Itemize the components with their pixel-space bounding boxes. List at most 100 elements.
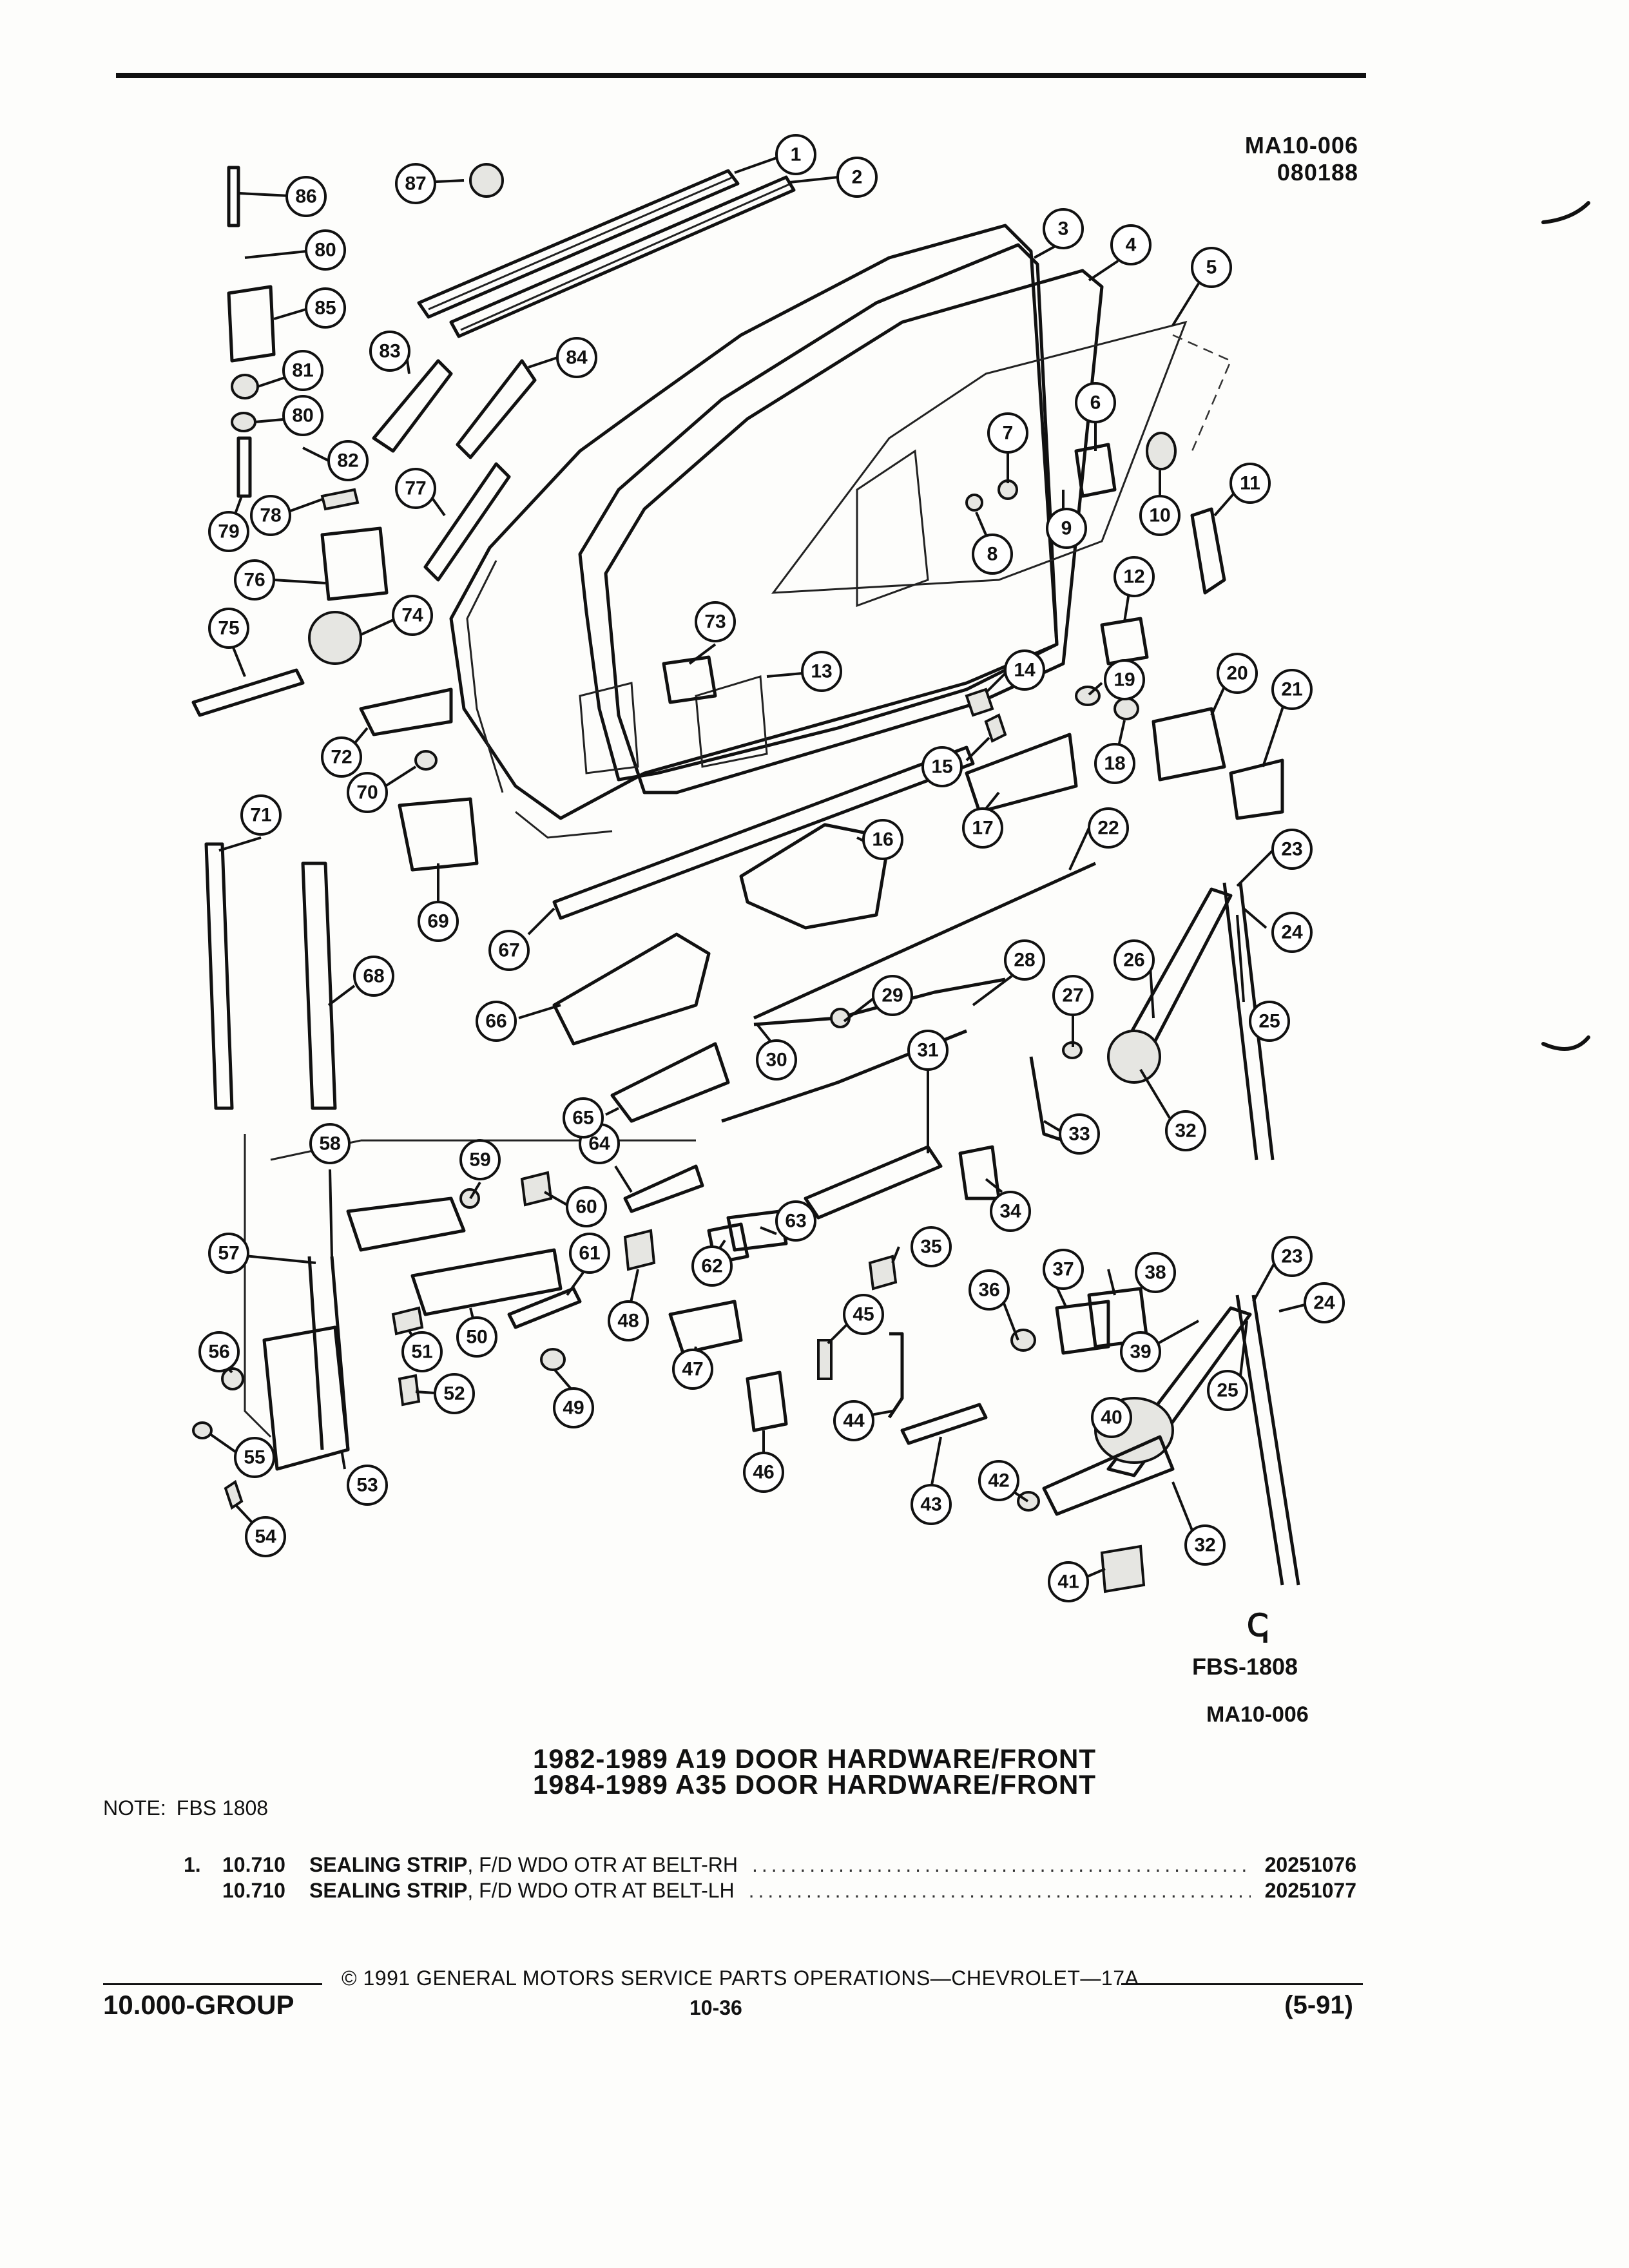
callout-58-label: 58	[319, 1133, 340, 1155]
callout-35-label: 35	[920, 1236, 941, 1258]
callout-54: 54	[245, 1516, 286, 1557]
callout-7: 7	[987, 412, 1028, 454]
callout-75-label: 75	[218, 618, 239, 639]
callout-13-label: 13	[811, 661, 832, 682]
callout-50: 50	[456, 1316, 497, 1358]
callout-84: 84	[556, 337, 597, 378]
callout-12-label: 12	[1123, 566, 1144, 588]
top-rule	[116, 73, 1366, 78]
panel-16	[739, 823, 891, 930]
callout-32: 32	[1165, 1110, 1206, 1151]
callout-32-label: 32	[1175, 1120, 1196, 1142]
callout-81: 81	[282, 350, 323, 391]
bracket-6	[1074, 443, 1117, 498]
callout-84-label: 84	[566, 347, 588, 369]
callout-2: 2	[836, 157, 878, 198]
sealing-strip-inner	[449, 175, 796, 338]
callout-3: 3	[1043, 208, 1084, 249]
grommet-42	[1017, 1491, 1041, 1512]
callout-65: 65	[563, 1097, 604, 1139]
rod-61	[507, 1287, 582, 1329]
bracket-47	[668, 1300, 743, 1355]
part-name: SEALING STRIP	[309, 1853, 468, 1876]
callout-62-label: 62	[701, 1256, 722, 1277]
callout-65-label: 65	[572, 1108, 593, 1129]
pad-11	[1190, 507, 1226, 595]
part-row: 10.710 SEALING STRIP, F/D WDO OTR AT BEL…	[184, 1879, 1356, 1905]
callout-52: 52	[434, 1373, 475, 1414]
callout-24-lower-label: 24	[1313, 1293, 1335, 1314]
bracket-34	[958, 1145, 1001, 1200]
callout-28: 28	[1004, 939, 1045, 981]
callout-39: 39	[1120, 1331, 1161, 1372]
callout-51-label: 51	[411, 1341, 432, 1363]
callout-32-lower: 32	[1184, 1524, 1226, 1566]
callout-15: 15	[921, 746, 963, 787]
callout-20-label: 20	[1226, 663, 1248, 684]
callout-39-label: 39	[1130, 1341, 1151, 1363]
callout-5: 5	[1191, 247, 1232, 288]
callout-40: 40	[1091, 1397, 1132, 1438]
callout-61-label: 61	[579, 1243, 600, 1264]
callout-70-label: 70	[356, 782, 378, 803]
callout-38-label: 38	[1144, 1262, 1166, 1283]
part-description: SEALING STRIP, F/D WDO OTR AT BELT-RH	[309, 1853, 738, 1877]
part-group-code: 10.710	[222, 1853, 285, 1876]
callout-81-label: 81	[292, 360, 313, 381]
washer-70	[414, 750, 438, 771]
callout-47: 47	[672, 1349, 713, 1390]
part-number: 20251077	[1264, 1879, 1356, 1902]
rod-67	[552, 745, 975, 920]
callout-46: 46	[743, 1452, 784, 1493]
callout-63: 63	[775, 1200, 816, 1242]
panel-opening-1	[856, 449, 929, 608]
callout-86: 86	[285, 176, 327, 217]
callout-29: 29	[872, 975, 913, 1016]
callout-41: 41	[1048, 1561, 1089, 1602]
callout-33-label: 33	[1068, 1124, 1090, 1145]
motor-21	[1229, 758, 1284, 820]
grommet-18	[1113, 697, 1140, 720]
channel-68	[301, 861, 337, 1110]
page-edge-mark-2	[1541, 1035, 1590, 1051]
callout-19-label: 19	[1113, 669, 1135, 691]
callout-45-label: 45	[853, 1304, 874, 1325]
callout-71: 71	[240, 794, 282, 836]
fbs-code: FBS-1808	[1192, 1653, 1298, 1680]
callout-44-label: 44	[843, 1410, 865, 1432]
callout-25-lower: 25	[1207, 1370, 1248, 1411]
clip-59	[459, 1188, 481, 1209]
callout-42: 42	[978, 1460, 1019, 1501]
callout-20: 20	[1217, 653, 1258, 694]
callout-31-label: 31	[917, 1040, 938, 1061]
callout-11: 11	[1229, 463, 1271, 504]
callout-26-label: 26	[1123, 950, 1144, 971]
parts-list: 1. 10.710 SEALING STRIP, F/D WDO OTR AT …	[184, 1853, 1356, 1905]
handle-64	[623, 1164, 704, 1213]
callout-23: 23	[1271, 829, 1313, 870]
reference-date: 080188	[1277, 159, 1358, 186]
regulator-lower-arm	[1042, 1435, 1175, 1516]
page-edge-mark-1	[1541, 201, 1590, 224]
nut-80b	[231, 412, 257, 432]
door-panel-edge	[466, 560, 613, 839]
callout-80-lower: 80	[282, 395, 323, 436]
callout-29-label: 29	[882, 985, 903, 1006]
rod-57	[307, 1256, 350, 1450]
callout-51: 51	[401, 1331, 443, 1372]
callout-53: 53	[347, 1465, 388, 1506]
callout-14: 14	[1004, 649, 1045, 691]
callout-83-label: 83	[379, 341, 400, 362]
callout-60-label: 60	[575, 1196, 597, 1218]
lower-regulator-leaders	[1171, 1262, 1306, 1531]
upper-bracket-84	[456, 359, 537, 459]
callout-13: 13	[801, 651, 842, 692]
revision-date: (5-91)	[1284, 1991, 1353, 2019]
panel-opening-2	[695, 675, 768, 768]
bracket-46	[746, 1370, 788, 1432]
hinge-76	[320, 526, 389, 601]
callout-69-label: 69	[427, 911, 448, 932]
callout-27-label: 27	[1062, 985, 1083, 1006]
callout-43-label: 43	[920, 1494, 941, 1515]
callout-55: 55	[234, 1437, 275, 1478]
